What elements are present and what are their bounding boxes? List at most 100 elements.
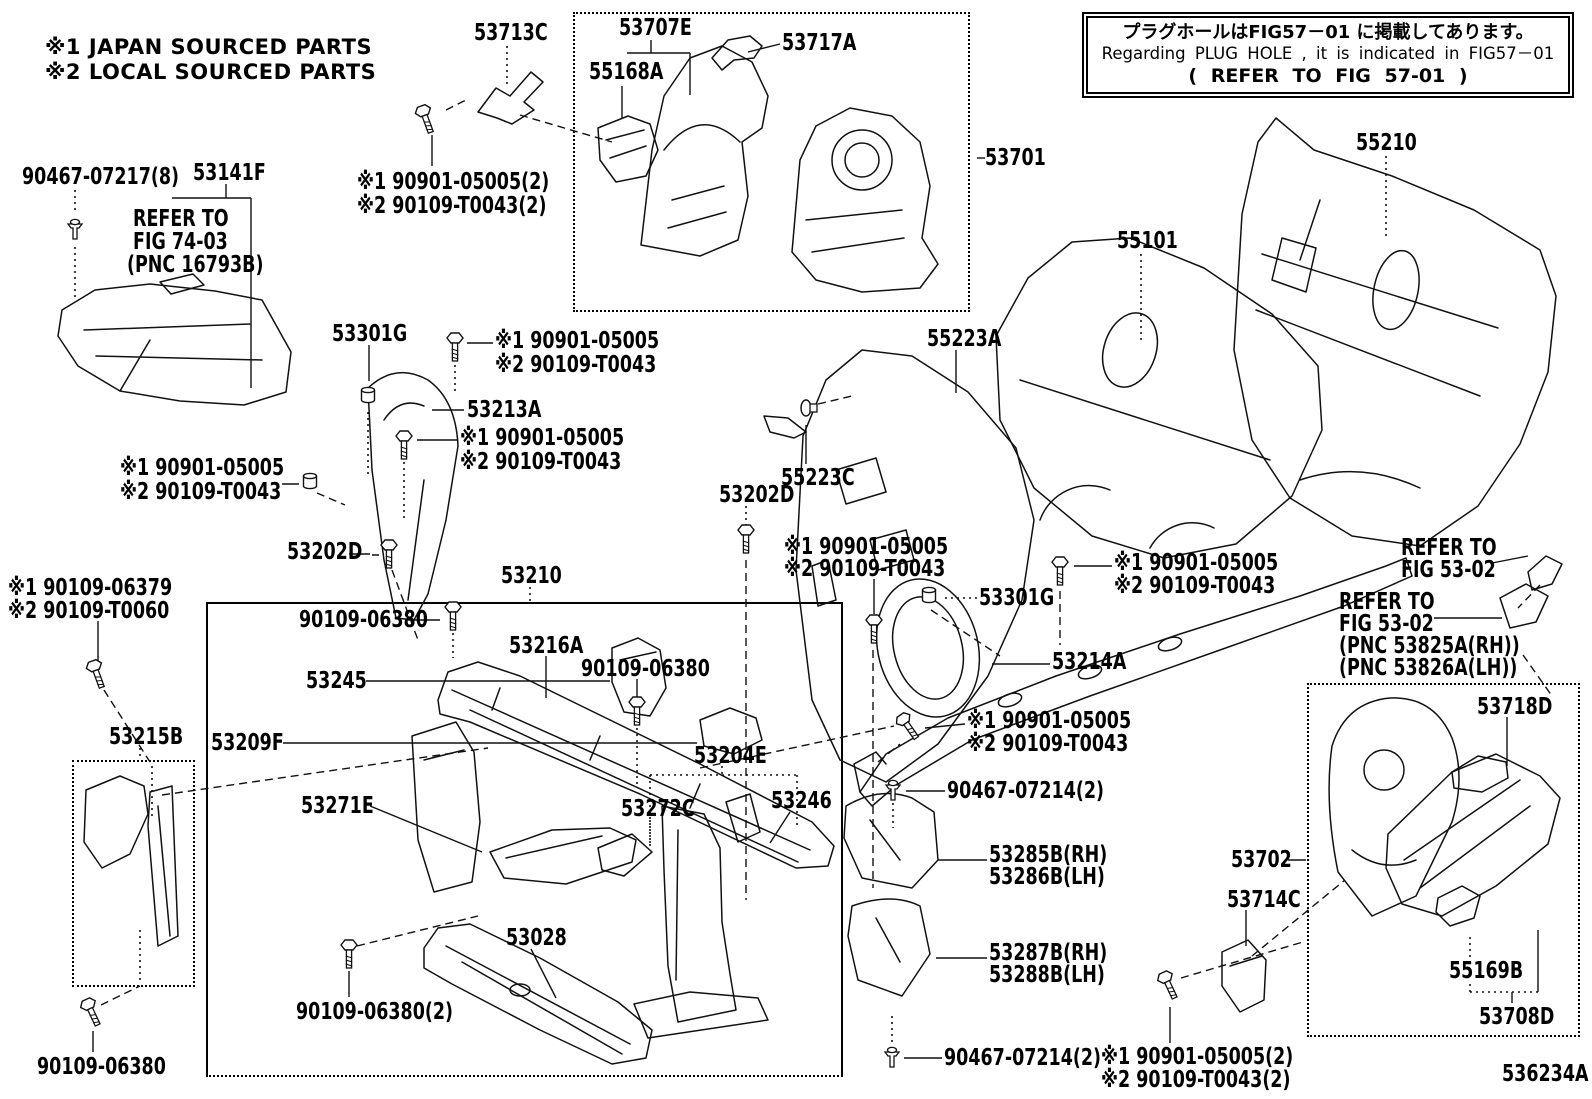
sketch-53701-apron-assy xyxy=(791,107,939,293)
part-label-2-90109-T0043(2): ※2 90109-T0043(2) xyxy=(1101,1067,1291,1093)
part-label-90109-06380: 90109-06380 xyxy=(299,607,428,633)
part-label-REFER-TO: REFER TO xyxy=(1339,589,1435,615)
sketch-53215B-parts xyxy=(83,775,179,947)
part-label-55210: 55210 xyxy=(1356,130,1417,156)
sketch-55210-dash-panel xyxy=(1233,117,1557,547)
part-label-53286B(LH): 53286B(LH) xyxy=(989,864,1105,890)
nut-icon xyxy=(302,472,318,490)
sketch-55168A-insulator xyxy=(597,115,659,183)
sketch-53245-bracket xyxy=(611,637,667,717)
group-box-53215B xyxy=(72,760,195,987)
bolt-icon xyxy=(444,601,462,631)
part-label-53213A: 53213A xyxy=(467,397,542,423)
part-label-53028: 53028 xyxy=(506,925,567,951)
part-label-2-90109-T0060: ※2 90109-T0060 xyxy=(8,598,170,624)
part-label-53215B: 53215B xyxy=(109,724,184,750)
part-label-(PNC-16793B): (PNC 16793B) xyxy=(127,252,264,278)
plug-hole-note-ref: ( REFER TO FIG 57-01 ) xyxy=(1188,64,1468,87)
bolt-icon xyxy=(737,524,755,554)
part-label-53713C: 53713C xyxy=(474,20,548,46)
nut-icon xyxy=(360,386,376,404)
part-label-55223A: 55223A xyxy=(927,326,1002,352)
part-label-2-90109-T0043: ※2 90109-T0043 xyxy=(967,731,1129,757)
part-label-2-LOCAL-SOURCED-PARTS: ※2 LOCAL SOURCED PARTS xyxy=(45,60,377,84)
sketch-53717A-hook xyxy=(711,35,763,71)
sketch-53204E-center-support xyxy=(633,805,769,1039)
sketch-53209F-bracket xyxy=(411,707,763,893)
part-label-FIG-53-02: FIG 53-02 xyxy=(1401,557,1496,583)
part-label-1-90901-05005: ※1 90901-05005 xyxy=(1114,550,1279,576)
sketch-53708D-side-member xyxy=(1385,753,1561,917)
bolt-icon xyxy=(446,332,464,362)
bolt-icon xyxy=(340,939,358,969)
part-label-2-90109-T0043: ※2 90109-T0043 xyxy=(1114,573,1276,599)
part-label-53216A: 53216A xyxy=(509,633,584,659)
bolt-icon xyxy=(865,614,883,644)
sketch-53271E-bracket xyxy=(489,827,637,885)
bolt-icon xyxy=(395,430,413,460)
sketch-53028-lower-support xyxy=(423,923,653,1065)
part-label-53718D: 53718D xyxy=(1477,694,1553,720)
part-label-2-90109-T0043: ※2 90109-T0043 xyxy=(495,352,657,378)
part-label-53714C: 53714C xyxy=(1227,887,1301,913)
part-label-53701: 53701 xyxy=(985,145,1046,171)
sketch-53718D-bracket xyxy=(1451,755,1509,793)
group-box-53701 xyxy=(573,12,970,312)
part-label-53707E: 53707E xyxy=(619,15,692,41)
part-label-53202D: 53202D xyxy=(287,539,363,565)
part-label-(PNC-53826A(LH)): (PNC 53826A(LH)) xyxy=(1339,655,1518,681)
part-label-90109-06380: 90109-06380 xyxy=(37,1054,166,1080)
part-label-53202D: 53202D xyxy=(719,482,795,508)
part-label-1-90901-05005: ※1 90901-05005 xyxy=(120,455,285,481)
part-label-53271E: 53271E xyxy=(301,793,374,819)
part-label-53285B(RH): 53285B(RH) xyxy=(989,842,1108,868)
sketch-53285B-splash-shield xyxy=(843,792,939,889)
plug-icon xyxy=(800,399,818,417)
part-label-1-90901-05005: ※1 90901-05005 xyxy=(967,708,1132,734)
bolt-icon xyxy=(1156,970,1178,1000)
part-label-53287B(RH): 53287B(RH) xyxy=(989,940,1108,966)
sketch-55169B-insulator xyxy=(1435,885,1481,927)
sketch-53707E-apron xyxy=(640,45,769,257)
part-label-53288B(LH): 53288B(LH) xyxy=(989,962,1105,988)
part-label-53246: 53246 xyxy=(771,788,832,814)
sketch-53702-wheelhouse xyxy=(1328,697,1460,917)
part-label-REFER-TO: REFER TO xyxy=(1401,535,1497,561)
fasteners-layer xyxy=(66,103,1178,1068)
part-label-53209F: 53209F xyxy=(211,730,284,756)
bolt-icon xyxy=(85,658,106,690)
part-label-53708D: 53708D xyxy=(1479,1004,1555,1030)
part-label-1-90901-05005: ※1 90901-05005 xyxy=(784,534,949,560)
part-label-2-90109-T0043: ※2 90109-T0043 xyxy=(120,479,282,505)
sketch-55223A-insulator xyxy=(763,349,1035,783)
clip-icon xyxy=(66,218,84,240)
bolt-icon xyxy=(414,103,435,135)
sketch-fig53-02-parts xyxy=(1499,555,1563,629)
part-label-2-90109-T0043: ※2 90109-T0043 xyxy=(784,556,946,582)
part-label-1-90901-05005: ※1 90901-05005 xyxy=(460,425,625,451)
bolt-icon xyxy=(1051,556,1069,586)
clip-icon xyxy=(883,1046,901,1068)
part-label-1-90901-05005(2): ※1 90901-05005(2) xyxy=(357,169,550,195)
sketch-53287B-splash-shield xyxy=(847,898,931,997)
part-label-55223C: 55223C xyxy=(781,465,855,491)
sketch-53141F-undercover xyxy=(57,273,292,406)
part-label-53301G: 53301G xyxy=(979,585,1055,611)
part-label-FIG-74-03: FIG 74-03 xyxy=(133,229,228,255)
part-label-(PNC-53825A(RH)): (PNC 53825A(RH)) xyxy=(1339,633,1520,659)
nut-icon xyxy=(921,586,937,604)
clip-icon xyxy=(884,779,902,801)
sketch-53213A-seal-bracket xyxy=(367,371,459,621)
part-label-1-90901-05005: ※1 90901-05005 xyxy=(495,328,660,354)
part-label-FIG-53-02: FIG 53-02 xyxy=(1339,611,1434,637)
bolt-icon xyxy=(628,696,646,726)
plug-hole-note-en: Regarding PLUG HOLE , it is indicated in… xyxy=(1101,44,1555,64)
sketch-53713C-bracket xyxy=(477,71,544,125)
part-label-55169B: 55169B xyxy=(1449,958,1524,984)
part-label-1-JAPAN-SOURCED-PARTS: ※1 JAPAN SOURCED PARTS xyxy=(45,35,373,59)
part-label-90109-06380: 90109-06380 xyxy=(581,656,710,682)
sketch-53246-bracket xyxy=(725,793,761,843)
part-label-90109-06380(2): 90109-06380(2) xyxy=(296,999,454,1025)
part-label-536234A: 536234A xyxy=(1502,1061,1589,1087)
